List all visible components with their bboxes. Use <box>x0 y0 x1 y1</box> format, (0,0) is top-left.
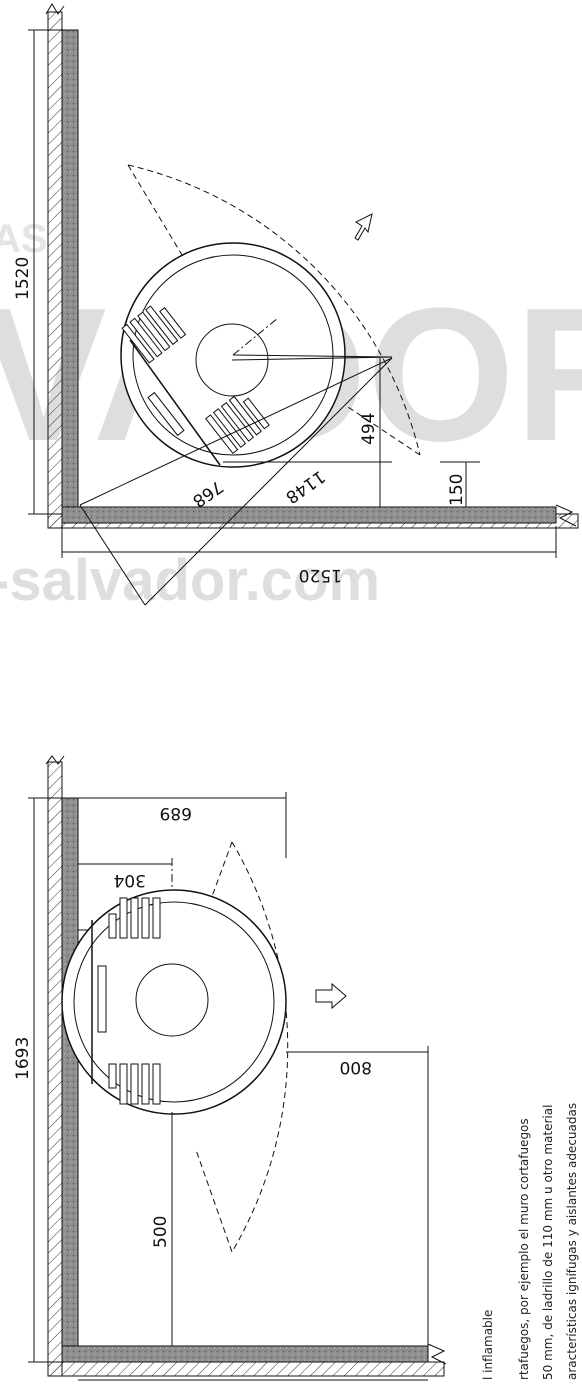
dim-1520-vertical: 1520 <box>13 257 33 300</box>
dim-689: 689 <box>160 803 192 823</box>
top-stove-vents-a <box>121 305 187 364</box>
dim-1520-horizontal: 1520 <box>299 565 342 585</box>
bottom-stove-window <box>97 965 107 1033</box>
bottom-clearance-sector <box>195 841 289 1254</box>
top-break-right <box>555 504 577 527</box>
top-left-firewall <box>61 29 79 515</box>
dim-1693: 1693 <box>13 1037 33 1080</box>
note-line4: aracterísticas ignífugas y aislantes ade… <box>565 1103 579 1380</box>
bottom-stove-vents-top <box>108 897 161 939</box>
dim-500: 500 <box>151 1216 171 1248</box>
top-clearance-sector <box>127 164 421 456</box>
top-arrow-icon <box>354 213 373 241</box>
watermark-fragment: AS <box>0 217 48 261</box>
notes: l inflamable rtafuegos, por ejemplo el m… <box>481 1103 579 1380</box>
top-bottom-firewall <box>61 506 557 524</box>
top-stove-vents-b <box>205 395 270 455</box>
bottom-left-wall-hatch <box>47 761 63 1377</box>
watermark-url: -salvador.com <box>0 548 380 613</box>
dim-304: 304 <box>114 870 146 890</box>
bottom-bottom-wall-hatch <box>47 1361 445 1377</box>
note-line3: 50 mm, de ladrillo de 110 mm u otro mate… <box>541 1105 555 1380</box>
bottom-diagram: 1693 689 304 50 <box>13 755 447 1381</box>
dim-768: 768 <box>189 476 227 511</box>
bottom-left-firewall <box>61 797 79 1363</box>
bottom-stove-flue <box>135 963 209 1037</box>
bottom-stove-vents-bottom <box>108 1063 161 1105</box>
dim-494: 494 <box>359 413 379 445</box>
top-stove-window <box>147 391 185 437</box>
bottom-arrow-icon <box>315 982 347 1010</box>
bottom-bottom-firewall <box>61 1345 429 1363</box>
dim-800: 800 <box>340 1057 372 1077</box>
note-line1: l inflamable <box>481 1310 495 1380</box>
top-left-wall-hatch <box>47 11 63 529</box>
note-line2: rtafuegos, por ejemplo el muro cortafueg… <box>517 1118 531 1380</box>
top-break-top <box>45 3 65 15</box>
dim-150: 150 <box>447 474 467 506</box>
